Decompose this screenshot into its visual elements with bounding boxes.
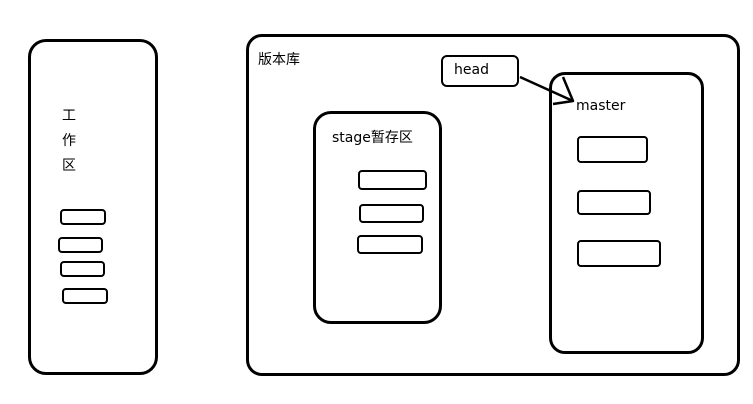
workspace-file	[60, 261, 105, 277]
master-label: master	[576, 98, 626, 114]
arrow-shaft	[519, 75, 574, 103]
head-box	[441, 55, 519, 87]
master-commit	[577, 190, 651, 215]
arrow-head	[552, 76, 575, 106]
stage-label: stage暂存区	[332, 130, 413, 146]
workspace-label-char: 作	[62, 133, 76, 149]
workspace-box	[28, 39, 158, 375]
repository-label: 版本库	[258, 52, 300, 68]
stage-file	[357, 235, 423, 254]
workspace-label-char: 工	[62, 108, 76, 124]
workspace-file	[62, 288, 108, 304]
workspace-file	[60, 209, 106, 225]
stage-file	[358, 170, 427, 190]
workspace-label-char: 区	[62, 158, 76, 174]
master-commit	[577, 240, 661, 267]
master-commit	[577, 136, 648, 163]
workspace-file	[58, 237, 103, 253]
head-label: head	[454, 62, 489, 78]
workspace-label: 工 作 区	[61, 104, 77, 179]
stage-file	[359, 204, 424, 223]
